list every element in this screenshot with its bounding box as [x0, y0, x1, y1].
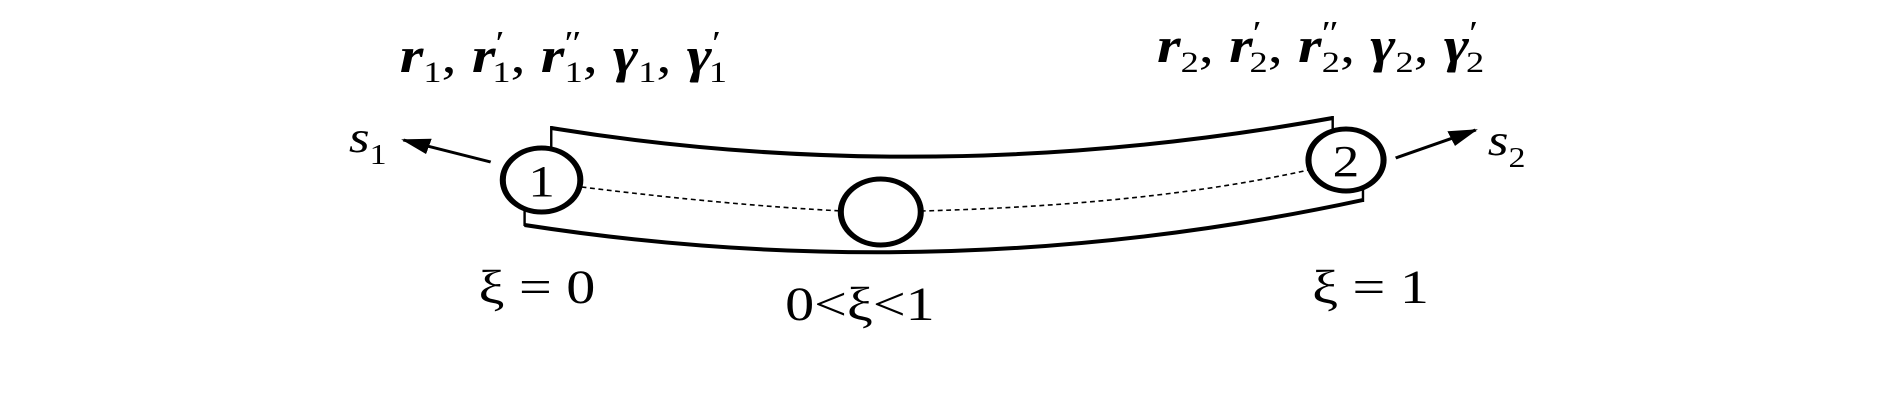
s1-label: s1: [349, 112, 387, 170]
xi-mid-label: 0<ξ<1: [785, 277, 935, 331]
node-1-variables: r1, r′1, r″1, γ1, γ′1: [400, 24, 727, 89]
centerline-dashed: [581, 186, 843, 212]
node-2-circle: [1305, 126, 1387, 194]
tube-bottom-edge: [524, 198, 1364, 255]
node-2-number: 2: [1333, 136, 1360, 186]
s2-label: s2: [1488, 115, 1526, 173]
node-1-number: 1: [528, 156, 555, 206]
node-mid-circle: [837, 176, 924, 248]
s2-arrow: [1394, 128, 1478, 160]
tube-top-edge: [550, 116, 1334, 159]
s1-arrow: [401, 138, 492, 164]
xi-start-label: ξ = 0: [479, 260, 596, 314]
node-1-circle: [499, 145, 584, 215]
centerline-dashed: [920, 169, 1309, 212]
node-2-variables: r2, r′2, r″2, γ2, γ′2: [1157, 14, 1484, 79]
xi-end-label: ξ = 1: [1312, 260, 1429, 314]
